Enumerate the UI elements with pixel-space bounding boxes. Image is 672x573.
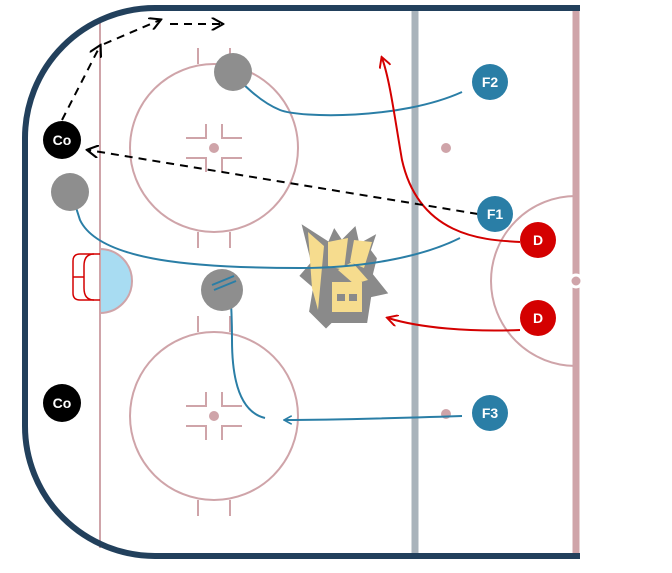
player-f1[interactable]: F1 (477, 196, 513, 232)
player-d-top[interactable]: D (520, 222, 556, 258)
coach-skate-path-2 (103, 20, 160, 45)
player-f3[interactable]: F3 (472, 395, 508, 431)
boards (22, 5, 580, 559)
coach-top[interactable]: Co (43, 121, 81, 159)
faceoff-dot-bottom (209, 411, 219, 421)
coach-bottom[interactable]: Co (43, 384, 81, 422)
faceoff-dot-top (209, 143, 219, 153)
station-left (51, 173, 89, 211)
faceoff-circle-top (129, 63, 299, 233)
player-d-bottom[interactable]: D (520, 300, 556, 336)
center-dot (568, 273, 584, 289)
center-circle (490, 195, 577, 367)
faceoff-hashmarks-bottom (186, 316, 242, 516)
pass-f1-to-coach (88, 150, 479, 215)
goal-net (72, 253, 100, 301)
f3-label: F3 (482, 405, 499, 421)
player-f2[interactable]: F2 (472, 64, 508, 100)
station-top (214, 53, 252, 91)
f1-path (72, 195, 461, 270)
faceoff-circle-bottom (129, 331, 299, 501)
station-middle (201, 269, 243, 311)
coach-bottom-label: Co (53, 395, 72, 411)
d-top-label: D (533, 232, 543, 248)
f2-label: F2 (482, 74, 499, 90)
coach-skate-path-1 (61, 46, 100, 121)
d-bottom-label: D (533, 310, 543, 326)
f2-path (233, 72, 463, 117)
team-logo (296, 219, 392, 332)
neutral-dot-top (441, 143, 451, 153)
coach-top-label: Co (53, 132, 72, 148)
stop-icon (211, 275, 237, 291)
skating-paths (61, 20, 521, 420)
f3-path (285, 415, 463, 420)
d-top-path (382, 58, 521, 243)
d-bottom-path (388, 318, 521, 332)
f1-label: F1 (487, 206, 504, 222)
goal-crease (99, 247, 133, 315)
